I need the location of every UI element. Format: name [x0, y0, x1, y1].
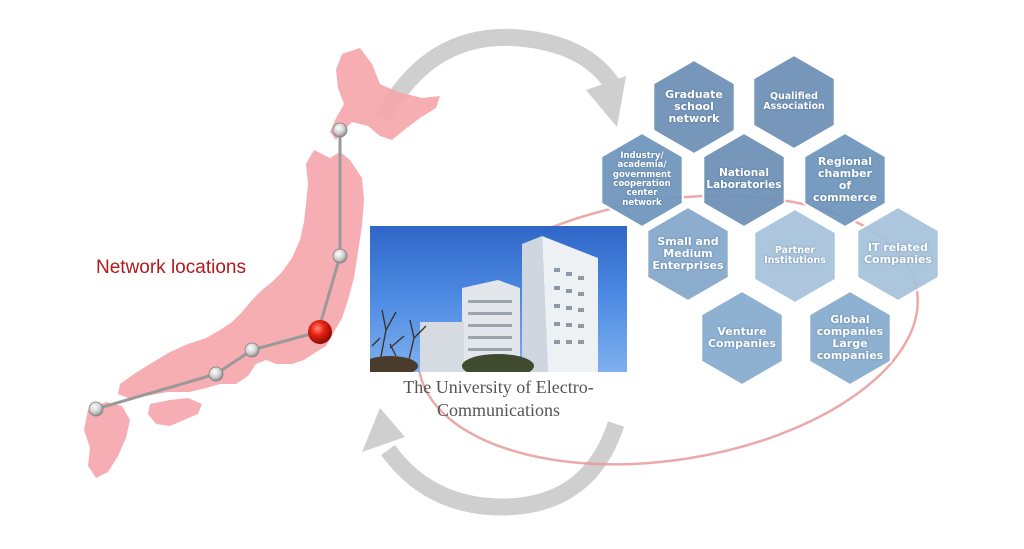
- university-photo: [370, 226, 627, 372]
- hexagon-national-laboratories: [702, 131, 786, 229]
- hexagon-label-it-related-companies: IT related Companies: [863, 240, 932, 266]
- hexagon-it-related-companies: [856, 205, 940, 303]
- map-hokkaido: [330, 48, 440, 140]
- cycle-arrow-bottom: [362, 408, 625, 516]
- hexagon-graduate-school-network: [652, 58, 736, 156]
- map-shikoku: [148, 398, 202, 426]
- hexagon-industry-academia-government: [600, 131, 684, 229]
- route-node-sendai: [332, 248, 348, 264]
- hexagon-label-regional-chamber-of-commerce: Regional chamber of commerce: [813, 154, 877, 205]
- current-location-tokyo: [308, 320, 332, 344]
- hexagon-qualified-association: [752, 53, 836, 151]
- hexagon-regional-chamber-of-commerce: [803, 131, 887, 229]
- university-caption-line-2: Communications: [437, 400, 560, 420]
- route-node-fukuoka: [88, 401, 104, 417]
- hexagon-label-global-large-companies: Global companies Large companies: [816, 312, 884, 363]
- network-route-line: [95, 130, 342, 411]
- map-kyushu: [84, 402, 130, 478]
- hexagon-label-partner-institutions: Partner Institutions: [764, 244, 826, 266]
- hexagon-label-industry-academia-government: Industry/ academia/ government cooperati…: [612, 150, 672, 208]
- cycle-arrow-top: [375, 28, 626, 127]
- university-caption: The University of Electro- Communication…: [370, 376, 627, 422]
- hexagon-label-qualified-association: Qualified Association: [763, 90, 825, 112]
- hexagon-label-graduate-school-network: Graduate school network: [665, 87, 723, 126]
- hexagon-venture-companies: [700, 289, 784, 387]
- university-caption-line-1: The University of Electro-: [403, 377, 594, 397]
- university-building-image: [370, 236, 598, 372]
- hexagon-small-and-medium-enterprises: [646, 205, 730, 303]
- hexagon-label-small-and-medium-enterprises: Small and Medium Enterprises: [652, 234, 724, 273]
- network-locations-label: Network locations: [96, 257, 246, 278]
- route-node-osaka: [208, 366, 224, 382]
- hexagon-partner-institutions: [753, 207, 837, 305]
- hexagon-global-large-companies: [808, 289, 892, 387]
- hexagon-network: [600, 53, 940, 387]
- hexagon-label-venture-companies: Venture Companies: [707, 324, 776, 350]
- route-node-nagoya: [244, 342, 260, 358]
- route-node-sapporo: [332, 122, 348, 138]
- hexagon-label-national-laboratories: National Laboratories: [706, 167, 782, 191]
